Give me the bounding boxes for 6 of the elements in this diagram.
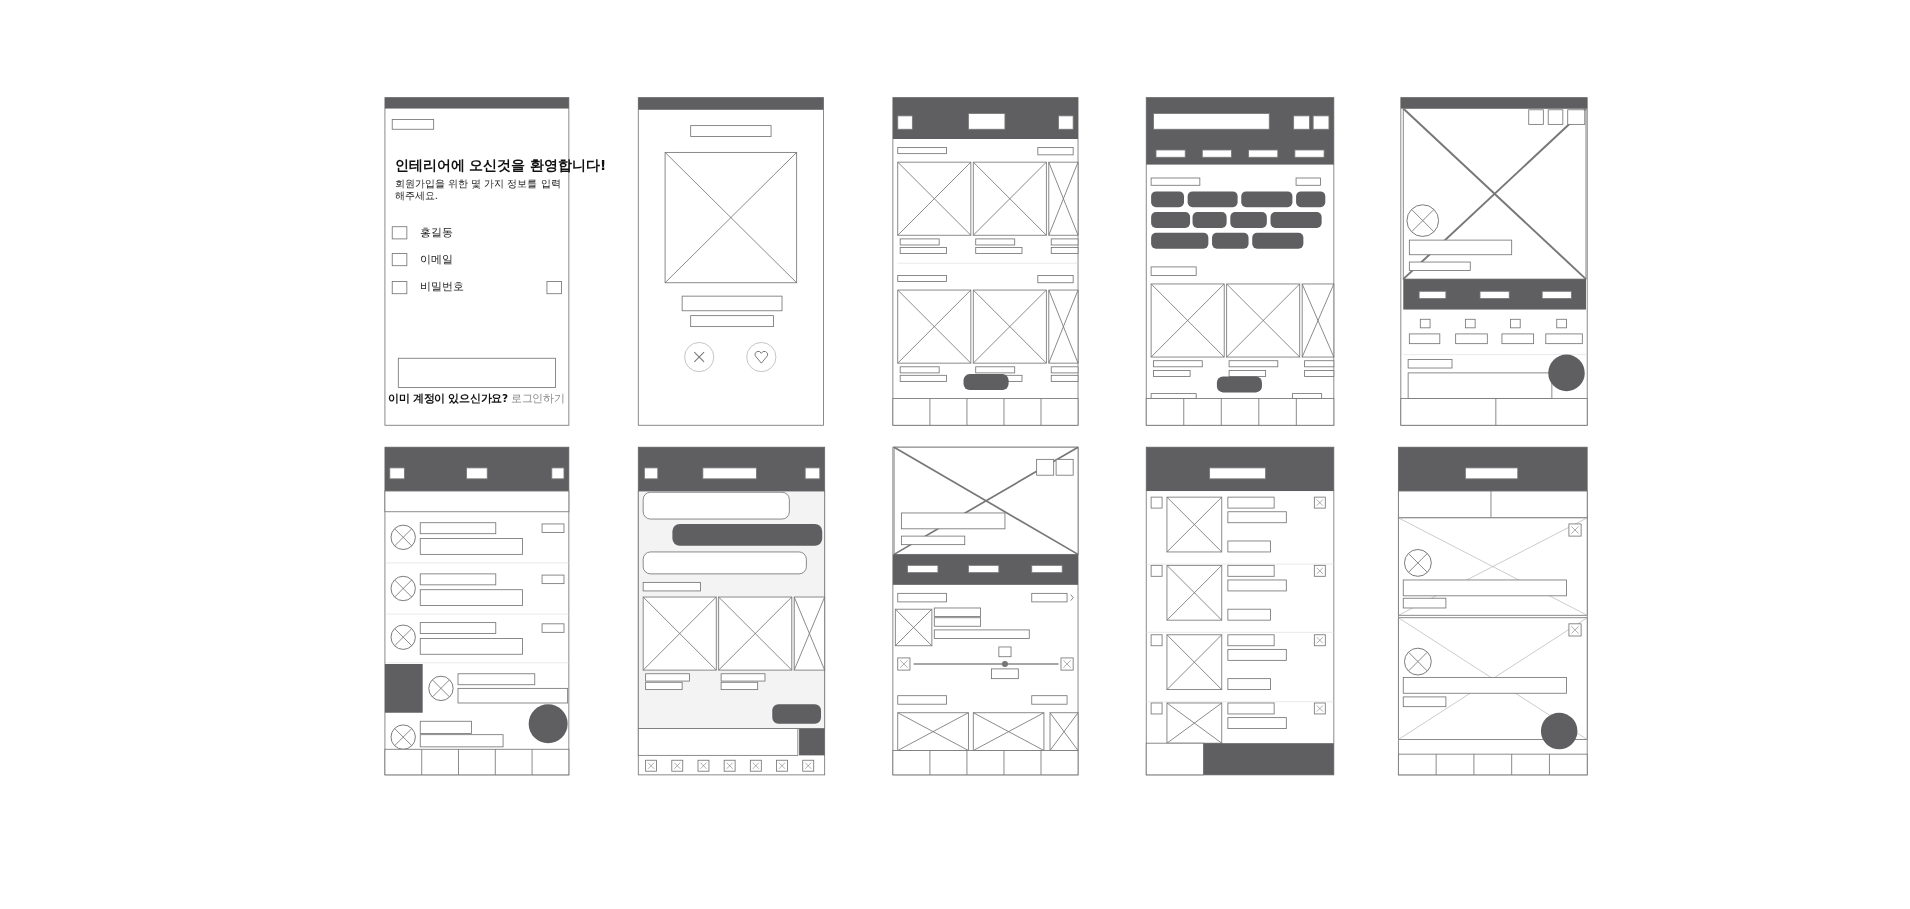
login-prompt: 이미 계정이 있으신가요? 로그인하기 bbox=[388, 392, 565, 407]
subtitle: 회원가입을 위한 몇 가지 정보를 입력해주세요. bbox=[394, 177, 562, 202]
heading: 인테리어에 오신것을 환영합니다! bbox=[394, 157, 607, 176]
field-label: 이메일 bbox=[420, 251, 454, 267]
field-label: 비밀번호 bbox=[420, 278, 465, 294]
field-label: 홍길동 bbox=[420, 224, 454, 240]
